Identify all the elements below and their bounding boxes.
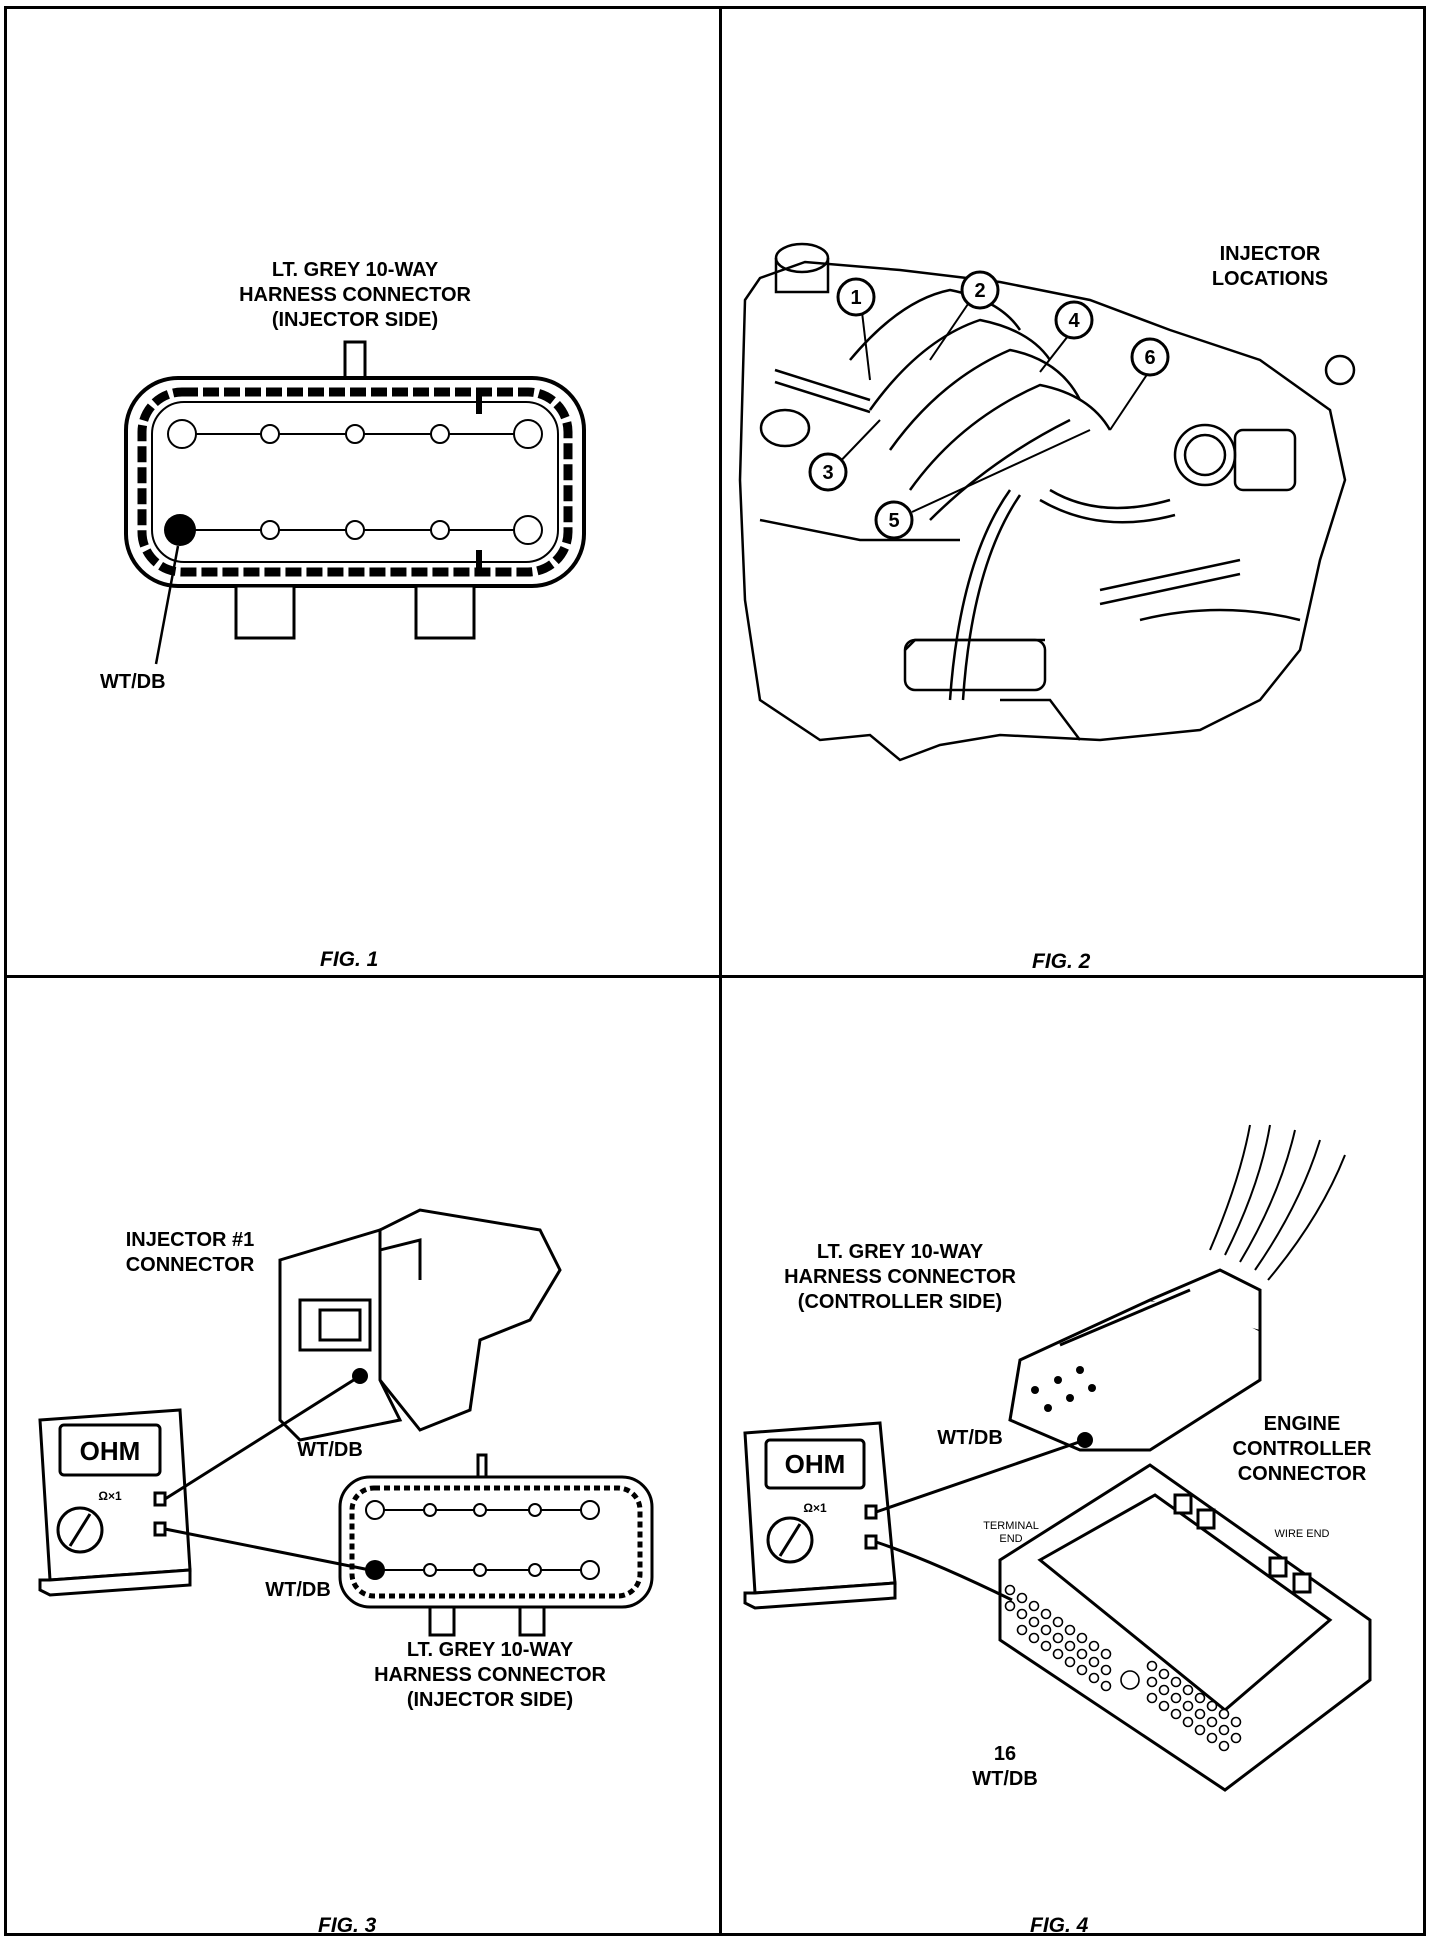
callout-3-circle [808,452,848,492]
callout-6-circle [1130,337,1170,377]
callout-5-circle [874,500,914,540]
fig2-title: INJECTOR LOCATIONS [1211,243,1329,290]
fig4-terminal-end-label: TERMINAL END [983,1520,1039,1545]
fig1-wire-label: WT/DB [100,671,166,693]
diagram-sheet [4,6,1426,1936]
callout-4-circle [1054,300,1094,340]
wt-db-terminal [164,514,196,546]
fig3-meter-range: Ω×1 [98,1489,122,1503]
callout-2-circle [960,270,1000,310]
fig3-wire-label-top: WT/DB [297,1439,363,1461]
fig1-connector-drawing [124,340,586,665]
fig3-meter-display: OHM [80,1436,141,1466]
vertical-divider [719,9,722,1933]
fig2-caption: FIG. 2 [1032,950,1091,973]
callout-1-circle [836,277,876,317]
fig3-test-drawing: OHM Ω×1 [38,1208,654,1637]
fig1-title: LT. GREY 10-WAY HARNESS CONNECTOR (INJEC… [239,259,471,331]
fig3-wire-label-bottom: WT/DB [265,1579,331,1601]
fig4-meter-range: Ω×1 [803,1501,827,1515]
callout-1: 1 [850,287,861,309]
fig4-caption: FIG. 4 [1030,1914,1089,1937]
fig1-caption: FIG. 1 [320,948,379,971]
fig4-harness-label: LT. GREY 10-WAY HARNESS CONNECTOR (CONTR… [784,1241,1016,1313]
fig2-engine-drawing: 1 2 3 4 5 6 [738,242,1356,762]
fig4-ecc-label: ENGINE CONTROLLER CONNECTOR [1232,1413,1372,1485]
fig4-wire-end-label: WIRE END [1274,1528,1330,1540]
fig4-pin-label: 16 WT/DB [972,1743,1038,1790]
callout-6: 6 [1144,347,1155,369]
callout-3: 3 [822,462,833,484]
fig3-harness-label: LT. GREY 10-WAY HARNESS CONNECTOR (INJEC… [374,1639,606,1711]
fig3-injector-label: INJECTOR #1 CONNECTOR [125,1229,255,1276]
fig4-wire-label: WT/DB [937,1427,1003,1449]
fig3-wt-db-terminal [365,1560,385,1580]
callout-4: 4 [1068,310,1080,332]
horizontal-divider [7,975,1423,978]
fig3-caption: FIG. 3 [318,1914,377,1937]
callout-5: 5 [888,510,899,532]
fig4-meter-display: OHM [785,1449,846,1479]
callout-2: 2 [974,280,985,302]
